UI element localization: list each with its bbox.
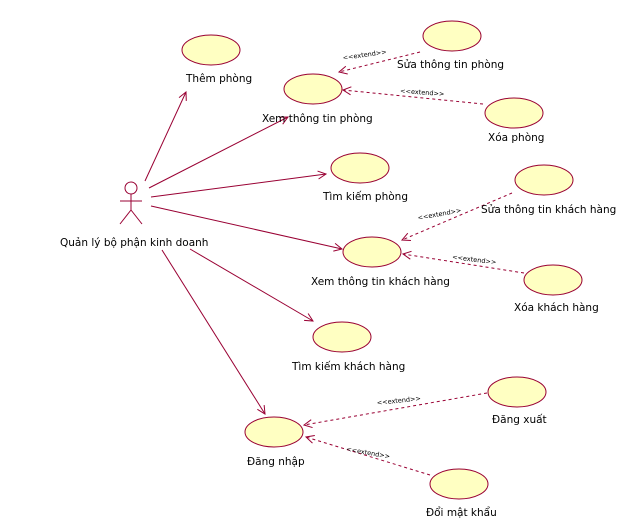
- usecase-dang-xuat[interactable]: [487, 376, 547, 408]
- association-tim-kh: [189, 248, 313, 321]
- usecase-xem-phong[interactable]: [283, 73, 343, 105]
- usecase-label-xoa-kh: Xóa khách hàng: [514, 302, 599, 314]
- extend-sua-phong: [339, 51, 421, 72]
- usecase-sua-phong[interactable]: [422, 20, 482, 52]
- usecase-them-phong[interactable]: [181, 34, 241, 66]
- association-xem-phong: [148, 117, 288, 189]
- extend-label-sua-phong: <<extend>>: [342, 48, 387, 62]
- usecase-xoa-phong[interactable]: [484, 97, 544, 129]
- usecase-label-xoa-phong: Xóa phòng: [488, 132, 544, 144]
- extend-dang-xuat: [304, 392, 488, 425]
- association-dang-nhap: [161, 249, 265, 414]
- usecase-label-dang-xuat: Đăng xuất: [492, 414, 547, 426]
- actor-figure: [119, 181, 143, 225]
- usecase-label-tim-kh: Tìm kiếm khách hàng: [291, 361, 405, 373]
- usecase-tim-phong[interactable]: [330, 152, 390, 184]
- extend-xoa-kh: [403, 254, 525, 274]
- usecase-label-xem-phong: Xem thông tin phòng: [262, 113, 373, 125]
- usecase-sua-kh[interactable]: [514, 164, 574, 196]
- extend-doi-mk: [306, 437, 431, 476]
- extend-sua-kh: [402, 192, 513, 240]
- extend-label-xoa-phong: <<extend>>: [400, 87, 445, 98]
- actor-label: Quản lý bộ phận kinh doanh: [60, 237, 208, 249]
- usecase-tim-kh[interactable]: [312, 321, 372, 353]
- usecase-label-doi-mk: Đổi mật khẩu: [426, 506, 497, 519]
- association-them-phong: [144, 92, 186, 182]
- extend-label-sua-kh: <<extend>>: [417, 206, 462, 222]
- usecase-label-xem-kh: Xem thông tin khách hàng: [311, 276, 450, 288]
- usecase-label-them-phong: Thêm phòng: [185, 73, 252, 85]
- usecase-label-sua-phong: Sửa thông tin phòng: [397, 59, 504, 71]
- extend-label-dang-xuat: <<extend>>: [376, 394, 421, 407]
- association-xem-kh: [150, 205, 342, 249]
- extend-label-xoa-kh: <<extend>>: [452, 253, 497, 266]
- usecase-label-dang-nhap: Đăng nhập: [247, 456, 305, 468]
- usecase-doi-mk[interactable]: [429, 468, 489, 500]
- extend-label-doi-mk: <<extend>>: [346, 445, 391, 461]
- usecase-xoa-kh[interactable]: [523, 264, 583, 296]
- usecase-dang-nhap[interactable]: [244, 416, 304, 448]
- usecase-label-sua-kh: Sửa thông tin khách hàng: [481, 204, 616, 216]
- association-tim-phong: [150, 174, 326, 198]
- usecase-xem-kh[interactable]: [342, 236, 402, 268]
- usecase-label-tim-phong: Tìm kiếm phòng: [322, 191, 408, 203]
